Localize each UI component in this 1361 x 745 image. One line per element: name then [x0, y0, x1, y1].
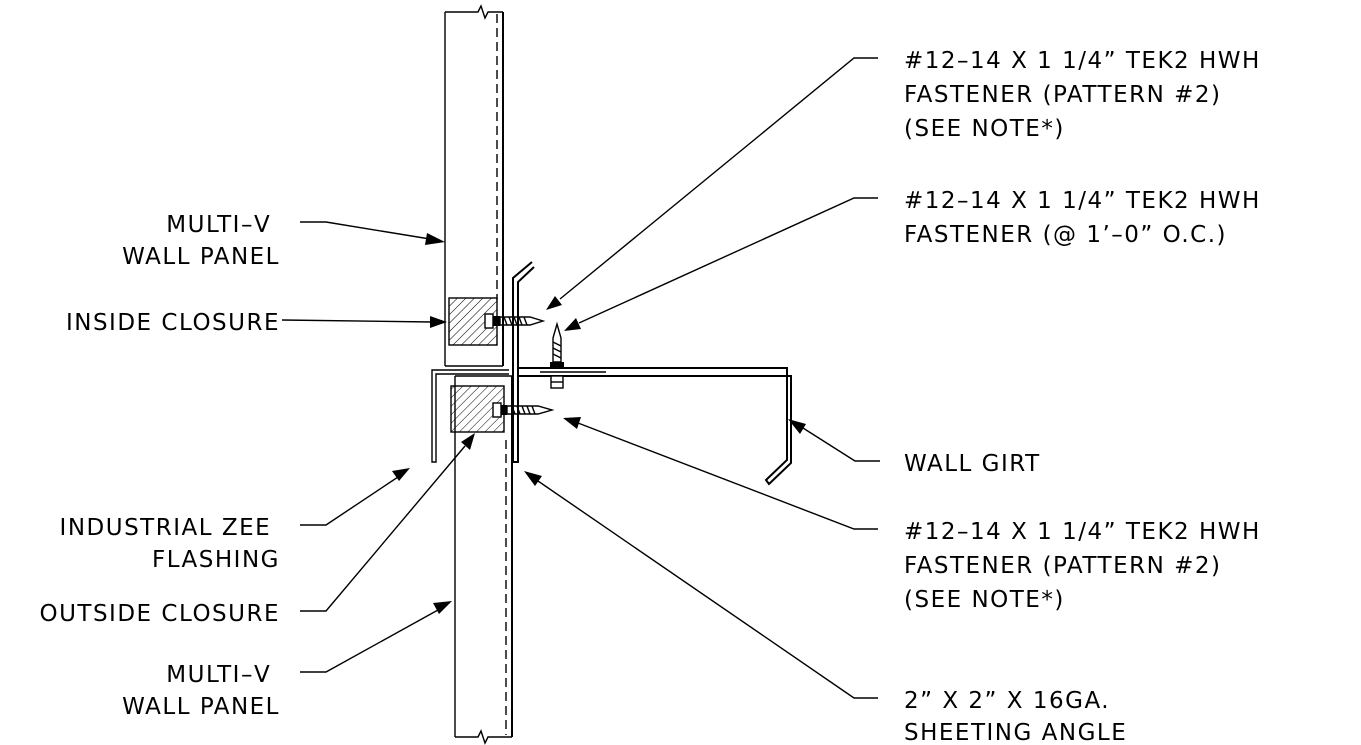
girt-fastener-icon	[550, 321, 564, 389]
left-labels: MULTI–V WALL PANEL INSIDE CLOSURE INDUST…	[39, 212, 280, 720]
label-wall-girt: WALL GIRT	[904, 451, 1041, 477]
right-labels: #12–14 X 1 1/4” TEK2 HWH FASTENER (PATTE…	[904, 48, 1270, 745]
zee-flashing-profile	[431, 369, 509, 463]
label-sheeting-angle: 2” X 2” X 16GA. SHEETING ANGLE	[904, 688, 1127, 745]
leaders	[281, 57, 880, 699]
label-inside-closure: INSIDE CLOSURE	[66, 310, 280, 336]
label-wall-panel-upper: MULTI–V WALL PANEL	[122, 212, 280, 270]
label-fastener-girt: #12–14 X 1 1/4” TEK2 HWH FASTENER (@ 1’–…	[904, 188, 1270, 248]
wall-girt-profile	[518, 367, 792, 486]
label-zee-flashing: INDUSTRIAL ZEE FLASHING	[60, 515, 280, 573]
label-outside-closure: OUTSIDE CLOSURE	[39, 601, 280, 627]
label-fastener-lower: #12–14 X 1 1/4” TEK2 HWH FASTENER (PATTE…	[904, 519, 1270, 613]
upper-wall-panel	[444, 4, 504, 367]
lower-fastener-icon	[492, 402, 555, 418]
upper-fastener-icon	[484, 313, 546, 329]
label-wall-panel-lower: MULTI–V WALL PANEL	[122, 662, 280, 720]
label-fastener-upper: #12–14 X 1 1/4” TEK2 HWH FASTENER (PATTE…	[904, 48, 1270, 142]
sheeting-angle-profile	[512, 261, 535, 463]
